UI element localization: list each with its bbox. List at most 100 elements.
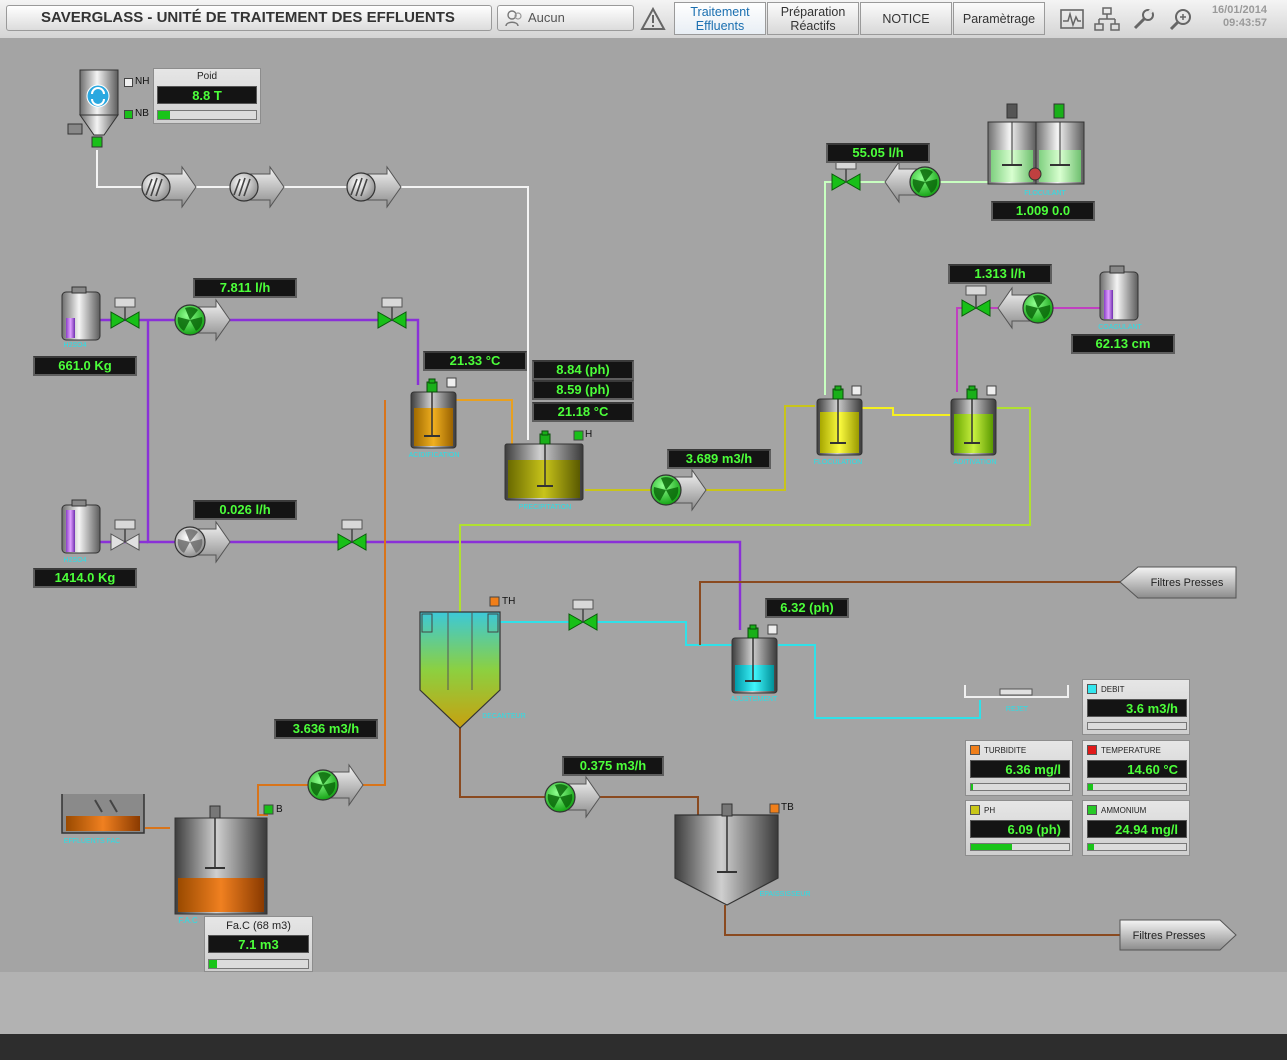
precipitation-ph1-display: 8.84 (ph) (532, 360, 634, 380)
precipitation-label: PRECIPITATION (518, 504, 572, 511)
app-title-text: SAVERGLASS - UNITÉ DE TRAITEMENT DES EFF… (41, 9, 455, 26)
panel-debit[interactable]: DEBIT 3.6 m3/h (1082, 679, 1190, 735)
screw-conveyor-1[interactable] (141, 166, 197, 208)
tab-label-line2: Effluents (695, 18, 745, 33)
coagulant-tank[interactable] (1099, 265, 1139, 321)
valve-acid-top-1[interactable] (110, 297, 140, 329)
floculation-tank[interactable] (816, 385, 863, 456)
valve-acid-bottom-2[interactable] (337, 519, 367, 551)
fac-level-panel[interactable]: Fa.C (68 m3) 7.1 m3 (204, 916, 313, 972)
date-text: 16/01/2014 (1211, 4, 1267, 16)
alarm-warning-icon[interactable] (640, 6, 666, 32)
panel-turbidite[interactable]: TURBIDITE 6.36 mg/l (965, 740, 1073, 796)
ph-panel-value: 6.09 (ph) (970, 820, 1070, 838)
h2so4-top-level-display: 661.0 Kg (33, 356, 137, 376)
precipitation-tank[interactable] (504, 430, 584, 501)
ajustement-label: AJUSTEMENT (730, 696, 778, 703)
top-toolbar: SAVERGLASS - UNITÉ DE TRAITEMENT DES EFF… (0, 0, 1287, 39)
fac-tank[interactable] (174, 805, 268, 915)
floculant-readout-display: 1.009 0.0 (991, 201, 1095, 221)
acid-top-flow-display: 7.811 l/h (193, 278, 297, 298)
wrench-tools-icon[interactable] (1131, 6, 1157, 32)
zoom-magnifier-icon[interactable] (1168, 6, 1194, 32)
poid-level-fill (158, 111, 170, 119)
epaississeur-tb-label: TB (781, 802, 794, 813)
additivation-tank[interactable] (950, 385, 997, 456)
user-icon (505, 10, 522, 27)
filtres-presses-bottom-arrow[interactable] (1119, 919, 1237, 951)
floculation-status-square (851, 385, 862, 396)
h2so4-tank-bottom[interactable] (61, 499, 101, 554)
silo-nh-indicator (124, 78, 133, 87)
filtres-presses-bottom-label[interactable]: Filtres Presses (1132, 930, 1206, 942)
fac-level-fill (209, 960, 217, 968)
temperature-panel-value: 14.60 °C (1087, 760, 1187, 778)
network-tree-icon[interactable] (1094, 6, 1120, 32)
panel-temperature[interactable]: TEMPERATURE 14.60 °C (1082, 740, 1190, 796)
fac-b-square (263, 804, 274, 815)
acidification-status-square (446, 377, 457, 388)
acidification-label: ACIDIFICATION (408, 452, 460, 459)
pipe-orange-lines (455, 399, 513, 445)
floculant-prep-unit[interactable] (987, 103, 1085, 185)
filtres-presses-top-arrow[interactable] (1119, 566, 1237, 599)
tab-notice[interactable]: NOTICE (860, 2, 952, 35)
epaississeur-tank[interactable] (674, 803, 779, 906)
decanteur-tank[interactable] (419, 611, 501, 729)
ajustement-tank[interactable] (731, 624, 778, 694)
user-selector[interactable]: Aucun (497, 5, 634, 31)
ph-panel-title: PH (984, 806, 996, 815)
rejet-channel (964, 685, 1069, 698)
poid-level-bar (157, 110, 257, 120)
pump-acid-bottom[interactable] (174, 521, 231, 563)
temperature-level-fill (1088, 784, 1093, 790)
trend-chart-icon[interactable] (1059, 6, 1085, 32)
epaississeur-tb-square (769, 803, 780, 814)
effluents-fac-basin[interactable] (61, 794, 145, 834)
poid-panel[interactable]: Poid 8.8 T (153, 68, 261, 124)
poid-title: Poid (196, 71, 217, 82)
silo-hopper[interactable] (67, 69, 119, 148)
pump-precipitation[interactable] (650, 469, 707, 511)
process-diagram (61, 69, 1237, 951)
tab-parametrage[interactable]: Paramètrage (953, 2, 1045, 35)
screw-conveyor-3[interactable] (346, 166, 402, 208)
ph-level-fill (971, 844, 1013, 850)
pump-coagulant[interactable] (997, 287, 1054, 329)
debit-color-swatch (1087, 684, 1097, 694)
ammonium-panel-title: AMMONIUM (1101, 806, 1147, 815)
valve-acid-top-2[interactable] (377, 297, 407, 329)
synoptic-area: NH NB Poid 8.8 T 7.811 l/h 661.0 Kg H2SO… (0, 38, 1287, 972)
pump-epaississeur[interactable] (544, 776, 601, 818)
panel-ammonium[interactable]: AMMONIUM 24.94 mg/l (1082, 800, 1190, 856)
fac-label: F.A.C (178, 916, 198, 925)
ammonium-panel-value: 24.94 mg/l (1087, 820, 1187, 838)
footer-area (0, 972, 1287, 1034)
pipe-lime-line (459, 407, 1031, 612)
ammonium-color-swatch (1087, 805, 1097, 815)
valve-decanteur-out[interactable] (568, 599, 598, 631)
h2so4-tank-top[interactable] (61, 286, 101, 341)
pump-acid-top[interactable] (174, 299, 231, 341)
effluents-fac-label: EFFLUENTS FAC (63, 838, 121, 845)
coagulant-flow-display: 1.313 l/h (948, 264, 1052, 284)
filtres-presses-top-label[interactable]: Filtres Presses (1150, 577, 1224, 589)
valve-floculant[interactable] (831, 159, 861, 191)
fac-level-bar (208, 959, 309, 969)
panel-ph[interactable]: PH 6.09 (ph) (965, 800, 1073, 856)
turbidite-level-fill (971, 784, 973, 790)
pump-floculant[interactable] (884, 161, 941, 203)
footer-bar (0, 1034, 1287, 1060)
tab-label-line1: Préparation (780, 4, 846, 19)
screw-conveyor-2[interactable] (229, 166, 285, 208)
valve-coagulant[interactable] (961, 285, 991, 317)
acidification-tank[interactable] (410, 378, 457, 449)
coagulant-level-display: 62.13 cm (1071, 334, 1175, 354)
temperature-level-bar (1087, 783, 1187, 791)
coagulant-label: COAGULANT (1098, 324, 1142, 331)
valve-acid-bottom-1[interactable] (110, 519, 140, 551)
time-text: 09:43:57 (1222, 17, 1267, 29)
pump-fac[interactable] (307, 764, 364, 806)
